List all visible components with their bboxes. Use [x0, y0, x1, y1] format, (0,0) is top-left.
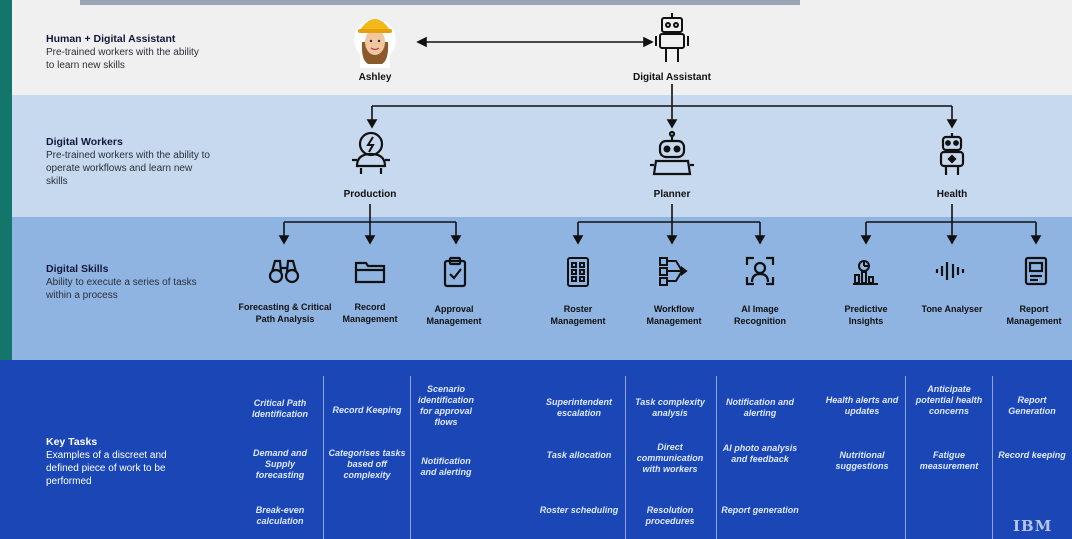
human-assistant-band	[0, 0, 1072, 95]
task-item: Categorises tasks based off complexity	[328, 448, 406, 480]
report-icon	[1024, 256, 1048, 286]
task-item: Health alerts and updates	[825, 395, 899, 416]
digital-assistant-robot-icon	[654, 12, 690, 64]
skill-label: Roster Management	[550, 304, 606, 326]
skill-label: Predictive Insights	[844, 304, 888, 326]
task-item: Task allocation	[546, 450, 612, 460]
workflow-icon	[658, 256, 688, 286]
task-item: Anticipate potential health concerns	[915, 384, 983, 416]
row-label-workers: Digital Workers Pre-trained workers with…	[46, 136, 236, 188]
row-title: Digital Skills	[46, 263, 109, 275]
row-title: Key Tasks	[46, 436, 98, 448]
skill-label: Approval Management	[426, 304, 482, 326]
ashley-avatar	[352, 8, 398, 68]
task-separator	[410, 376, 411, 539]
task-item: Notification and alerting	[726, 397, 794, 418]
task-separator	[716, 376, 717, 539]
skill-label: Report Management	[1006, 304, 1062, 326]
row-title: Human + Digital Assistant	[46, 33, 176, 45]
skill-label: AI Image Recognition	[734, 304, 786, 326]
task-item: Task complexity analysis	[635, 397, 705, 418]
clipboard-check-icon	[442, 256, 468, 288]
task-item: AI photo analysis and feedback	[722, 443, 798, 464]
skill-label: Forecasting & Critical Path Analysis	[238, 302, 332, 324]
row-desc: Ability to execute a series of tasks wit…	[46, 277, 197, 301]
row-title: Digital Workers	[46, 136, 123, 148]
row-label-human: Human + Digital Assistant Pre-trained wo…	[46, 33, 236, 72]
binoculars-icon	[268, 258, 300, 284]
row-desc: Pre-trained workers with the ability to …	[46, 150, 210, 187]
task-item: Report generation	[721, 505, 799, 515]
tone-wave-icon	[934, 258, 966, 284]
task-separator	[992, 376, 993, 539]
row-desc: Examples of a discreet and defined piece…	[46, 450, 167, 487]
robot-health-icon	[932, 132, 972, 176]
robot-icon	[648, 130, 696, 178]
task-separator	[625, 376, 626, 539]
worker-label-planner: Planner	[653, 189, 691, 200]
skill-label: Tone Analyser	[921, 304, 983, 314]
row-desc: Pre-trained workers with the ability to …	[46, 47, 199, 71]
ibm-logo: IBM	[1013, 517, 1053, 535]
digital-assistant-label: Digital Assistant	[633, 72, 711, 83]
task-item: Record Keeping	[332, 405, 402, 415]
task-item: Scenario identification for approval flo…	[418, 384, 474, 427]
task-item: Record keeping	[998, 450, 1066, 460]
task-item: Break-even calculation	[255, 505, 305, 526]
folder-icon	[354, 260, 386, 284]
task-item: Direct communication with workers	[636, 442, 704, 474]
worker-label-production: Production	[343, 189, 397, 200]
key-tasks-band	[0, 360, 1072, 539]
face-scan-icon	[745, 256, 775, 286]
task-separator	[323, 376, 324, 539]
insights-chart-icon	[852, 258, 880, 286]
accent-stripe	[0, 0, 12, 360]
skill-label: Record Management	[342, 302, 398, 324]
robot-bolt-icon	[349, 130, 393, 176]
task-item: Critical Path Identification	[252, 398, 308, 419]
task-item: Notification and alerting	[420, 456, 472, 477]
ashley-label: Ashley	[358, 72, 392, 83]
task-item: Nutritional suggestions	[835, 450, 889, 471]
digital-workers-band	[0, 95, 1072, 217]
task-item: Demand and Supply forecasting	[252, 448, 307, 480]
task-item: Fatigue measurement	[919, 450, 979, 471]
task-item: Superintendent escalation	[545, 397, 612, 418]
digital-skills-band	[0, 217, 1072, 360]
row-label-tasks: Key Tasks Examples of a discreet and def…	[46, 436, 236, 488]
task-item: Report Generation	[1008, 395, 1056, 416]
task-item: Roster scheduling	[539, 505, 619, 515]
worker-label-health: Health	[936, 189, 968, 200]
skill-label: Workflow Management	[646, 304, 702, 326]
task-item: Resolution procedures	[645, 505, 695, 526]
task-separator	[905, 376, 906, 539]
top-divider	[80, 0, 800, 5]
roster-grid-icon	[566, 256, 590, 288]
row-label-skills: Digital Skills Ability to execute a seri…	[46, 263, 236, 302]
